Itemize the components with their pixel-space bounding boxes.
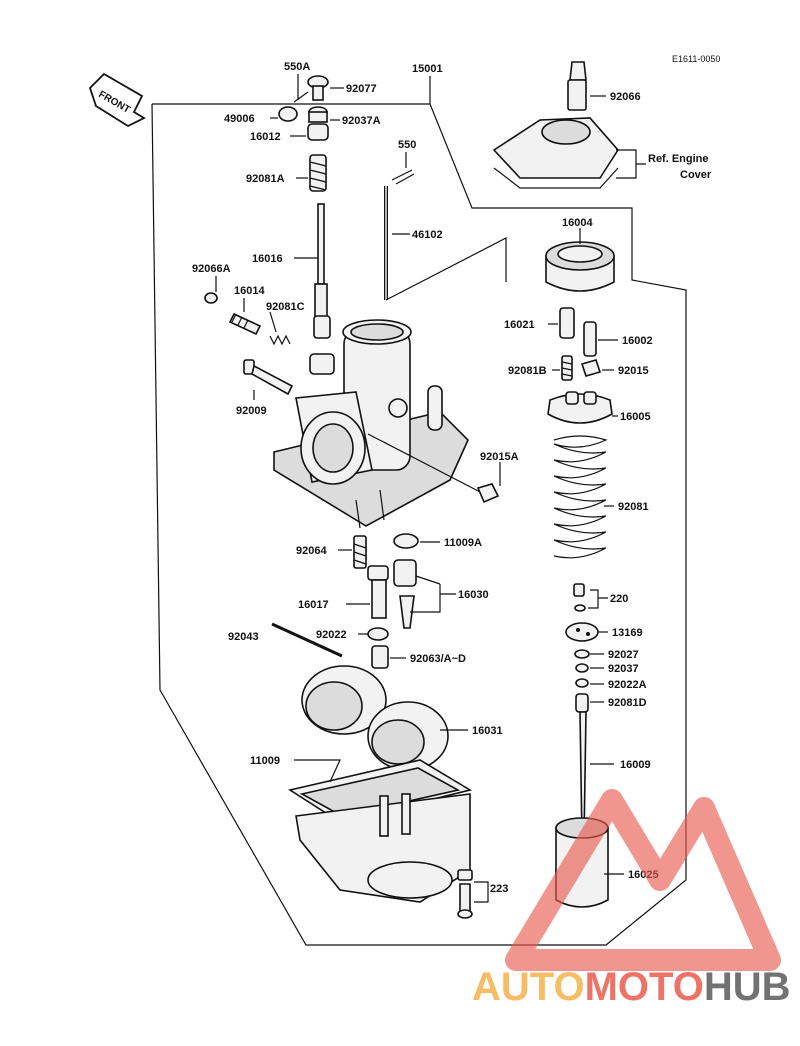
spring-92081D (575, 693, 589, 713)
screw-92077 (307, 75, 329, 101)
float-16031 (301, 665, 449, 771)
label-16002: 16002 (622, 335, 653, 347)
nut-92015 (580, 359, 602, 377)
spring-92081 (553, 435, 608, 559)
label-16031: 16031 (472, 725, 503, 737)
label-92081C: 92081C (266, 301, 305, 313)
label-ref-engine: Ref. Engine (648, 153, 709, 165)
label-ref-cover: Cover (680, 169, 712, 181)
float-bowl-gasket-11009 (287, 759, 473, 903)
document-code: E1611-0050 (672, 54, 720, 64)
clip-92027 (574, 649, 590, 659)
washer-92022A (575, 678, 589, 688)
label-92081: 92081 (618, 501, 649, 513)
spring-92081A (309, 154, 327, 192)
pin-16002 (583, 321, 597, 357)
cable-adjuster-92066 (567, 61, 587, 111)
label-92015: 92015 (618, 365, 649, 377)
screw-220 (573, 583, 586, 612)
label-46102: 46102 (412, 229, 443, 241)
label-92022: 92022 (316, 629, 347, 641)
spring-92081C (269, 334, 291, 346)
watermark-triangle-icon (505, 789, 781, 971)
label-92066A: 92066A (192, 263, 231, 275)
label-16009: 16009 (620, 759, 651, 771)
gasket-11009A (393, 533, 419, 549)
carburetor-body (273, 319, 469, 529)
float-valve-16030 (393, 559, 417, 629)
label-92015A: 92015A (480, 451, 519, 463)
watermark-text: AUTOMOTOHUB (472, 965, 791, 1009)
label-220: 220 (610, 593, 628, 605)
label-11009: 11009 (250, 755, 280, 767)
label-92009: 92009 (236, 405, 267, 417)
ring-16004 (545, 241, 615, 292)
washer-92037 (575, 663, 589, 673)
label-92037A: 92037A (342, 115, 381, 127)
spring-92081B (561, 355, 573, 381)
cap-engine-cover (492, 117, 619, 189)
label-16030: 16030 (458, 589, 489, 601)
screw-16014 (228, 312, 262, 336)
label-550A: 550A (284, 61, 310, 73)
screw-223 (457, 869, 473, 919)
leader-lines (215, 74, 646, 903)
watermark-moto: MOTO (585, 965, 704, 1009)
label-92037: 92037 (608, 663, 639, 675)
watermark-logo: AUTOMOTOHUB (472, 789, 791, 1009)
label-92022A: 92022A (608, 679, 647, 691)
needle-jet-16017 (367, 565, 389, 619)
watermark-hub: HUB (704, 965, 791, 1009)
needle-16016 (313, 203, 331, 339)
label-16012: 16012 (250, 131, 281, 143)
cap-49006 (278, 106, 298, 122)
pin-92043 (271, 622, 343, 658)
jet-16021 (559, 307, 575, 339)
nut-92037A (308, 106, 328, 123)
cap-16005 (547, 391, 613, 424)
assembly-outline (151, 103, 687, 946)
label-92064: 92064 (296, 545, 327, 557)
cap-92066A (204, 292, 218, 304)
label-16005: 16005 (620, 411, 651, 423)
label-13169: 13169 (612, 627, 643, 639)
label-16021: 16021 (504, 319, 535, 331)
label-92066: 92066 (610, 91, 641, 103)
label-49006: 49006 (224, 113, 255, 125)
label-92063: 92063/A~D (410, 653, 466, 665)
watermark-auto: AUTO (472, 965, 585, 1009)
label-16016: 16016 (252, 253, 283, 265)
label-92077: 92077 (346, 83, 377, 95)
plate-13169 (565, 622, 599, 642)
washer-92022 (367, 627, 389, 641)
front-arrow-icon: FRONT (88, 72, 146, 128)
screw-92009 (243, 359, 294, 396)
nut-92015A (476, 483, 500, 504)
rod-46102 (384, 169, 415, 300)
label-11009A: 11009A (444, 537, 482, 549)
label-550: 550 (398, 139, 416, 151)
jet-92064 (353, 535, 367, 569)
main-jet-92063 (371, 645, 389, 669)
label-92081B: 92081B (508, 365, 547, 377)
label-16017: 16017 (298, 599, 329, 611)
label-92081D: 92081D (608, 697, 647, 709)
label-16004: 16004 (562, 217, 593, 229)
label-223: 223 (490, 883, 508, 895)
plug-16012 (307, 123, 329, 141)
label-92027: 92027 (608, 649, 639, 661)
label-92081A: 92081A (246, 173, 285, 185)
label-16014: 16014 (234, 285, 265, 297)
label-15001: 15001 (412, 63, 443, 75)
label-92043: 92043 (228, 631, 259, 643)
